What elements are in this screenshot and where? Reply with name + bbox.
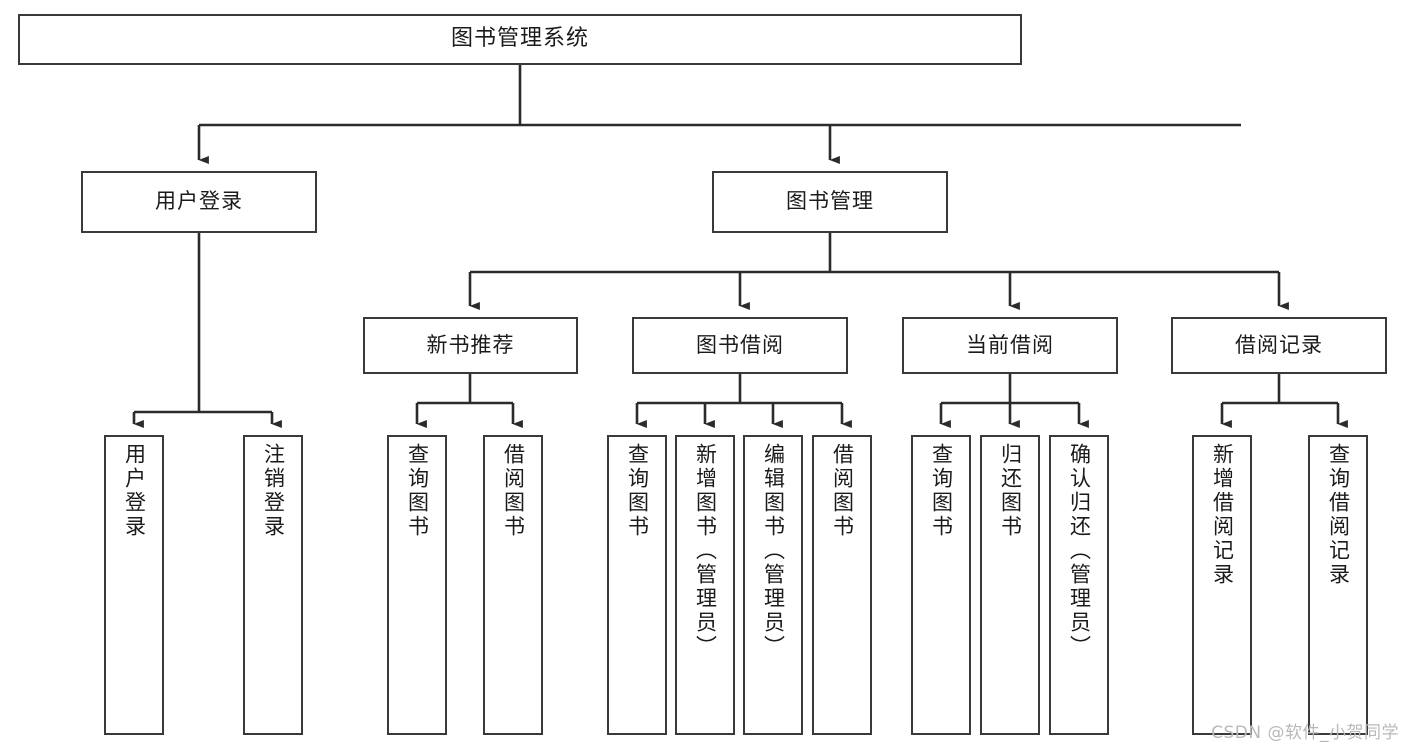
node-leaf-logout[interactable]: 注销登录 xyxy=(243,435,303,735)
node-leaf-add-book-admin-label: 新增图书（管理员） xyxy=(693,443,718,659)
node-leaf-borrow-book-recommend[interactable]: 借阅图书 xyxy=(483,435,543,735)
node-book-borrow-label: 图书借阅 xyxy=(696,332,784,357)
node-leaf-query-book-current-label: 查询图书 xyxy=(929,443,954,539)
node-root-label: 图书管理系统 xyxy=(450,26,589,52)
node-leaf-query-borrow-record[interactable]: 查询借阅记录 xyxy=(1308,435,1368,735)
node-book-management[interactable]: 图书管理 xyxy=(712,171,948,233)
node-borrow-records-label: 借阅记录 xyxy=(1235,332,1323,357)
node-root-book-management-system[interactable]: 图书管理系统 xyxy=(18,14,1022,65)
node-leaf-add-borrow-record[interactable]: 新增借阅记录 xyxy=(1192,435,1252,735)
node-leaf-query-book-recommend-label: 查询图书 xyxy=(405,443,430,539)
node-leaf-edit-book-admin-label: 编辑图书（管理员） xyxy=(761,443,786,659)
node-current-borrow-label: 当前借阅 xyxy=(966,332,1054,357)
node-leaf-add-borrow-record-label: 新增借阅记录 xyxy=(1210,443,1235,587)
node-leaf-borrow-book-recommend-label: 借阅图书 xyxy=(501,443,526,539)
node-leaf-user-login-label: 用户登录 xyxy=(122,443,147,539)
node-leaf-add-book-admin[interactable]: 新增图书（管理员） xyxy=(675,435,735,735)
csdn-watermark: CSDN @软件_小贺同学 xyxy=(1211,723,1399,743)
node-leaf-logout-label: 注销登录 xyxy=(261,443,286,539)
node-user-login[interactable]: 用户登录 xyxy=(81,171,317,233)
node-borrow-records[interactable]: 借阅记录 xyxy=(1171,317,1387,374)
node-book-management-label: 图书管理 xyxy=(786,189,874,214)
node-leaf-query-book-recommend[interactable]: 查询图书 xyxy=(387,435,447,735)
node-leaf-user-login[interactable]: 用户登录 xyxy=(104,435,164,735)
node-leaf-borrow-book-label: 借阅图书 xyxy=(830,443,855,539)
node-leaf-query-book-current[interactable]: 查询图书 xyxy=(911,435,971,735)
node-current-borrow[interactable]: 当前借阅 xyxy=(902,317,1118,374)
node-leaf-query-borrow-record-label: 查询借阅记录 xyxy=(1326,443,1351,587)
node-leaf-query-book-borrow-label: 查询图书 xyxy=(625,443,650,539)
node-leaf-confirm-return-admin[interactable]: 确认归还（管理员） xyxy=(1049,435,1109,735)
node-leaf-return-book[interactable]: 归还图书 xyxy=(980,435,1040,735)
node-leaf-edit-book-admin[interactable]: 编辑图书（管理员） xyxy=(743,435,803,735)
node-book-borrow[interactable]: 图书借阅 xyxy=(632,317,848,374)
node-user-login-label: 用户登录 xyxy=(155,189,243,214)
node-new-book-recommendation[interactable]: 新书推荐 xyxy=(363,317,578,374)
node-new-book-recommendation-label: 新书推荐 xyxy=(426,332,515,357)
node-leaf-borrow-book[interactable]: 借阅图书 xyxy=(812,435,872,735)
node-leaf-confirm-return-admin-label: 确认归还（管理员） xyxy=(1067,443,1092,659)
node-leaf-return-book-label: 归还图书 xyxy=(998,443,1023,539)
node-leaf-query-book-borrow[interactable]: 查询图书 xyxy=(607,435,667,735)
